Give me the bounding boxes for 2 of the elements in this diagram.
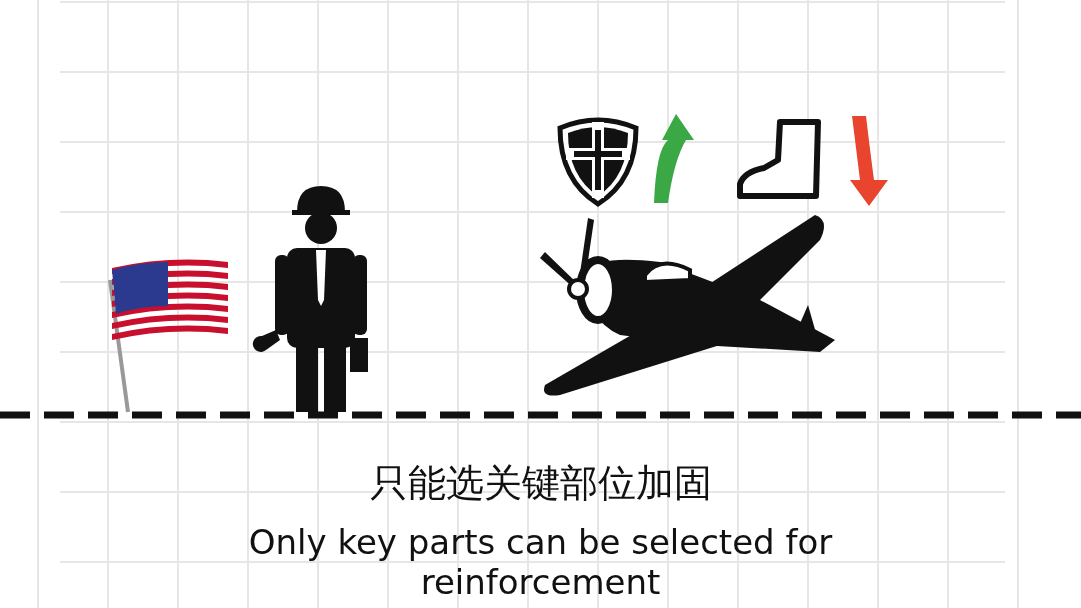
subtitle-text: Only key parts can be selected for reinforcement — [247, 522, 834, 602]
subtitle-text: 只能选关键部位加固 — [368, 460, 713, 507]
